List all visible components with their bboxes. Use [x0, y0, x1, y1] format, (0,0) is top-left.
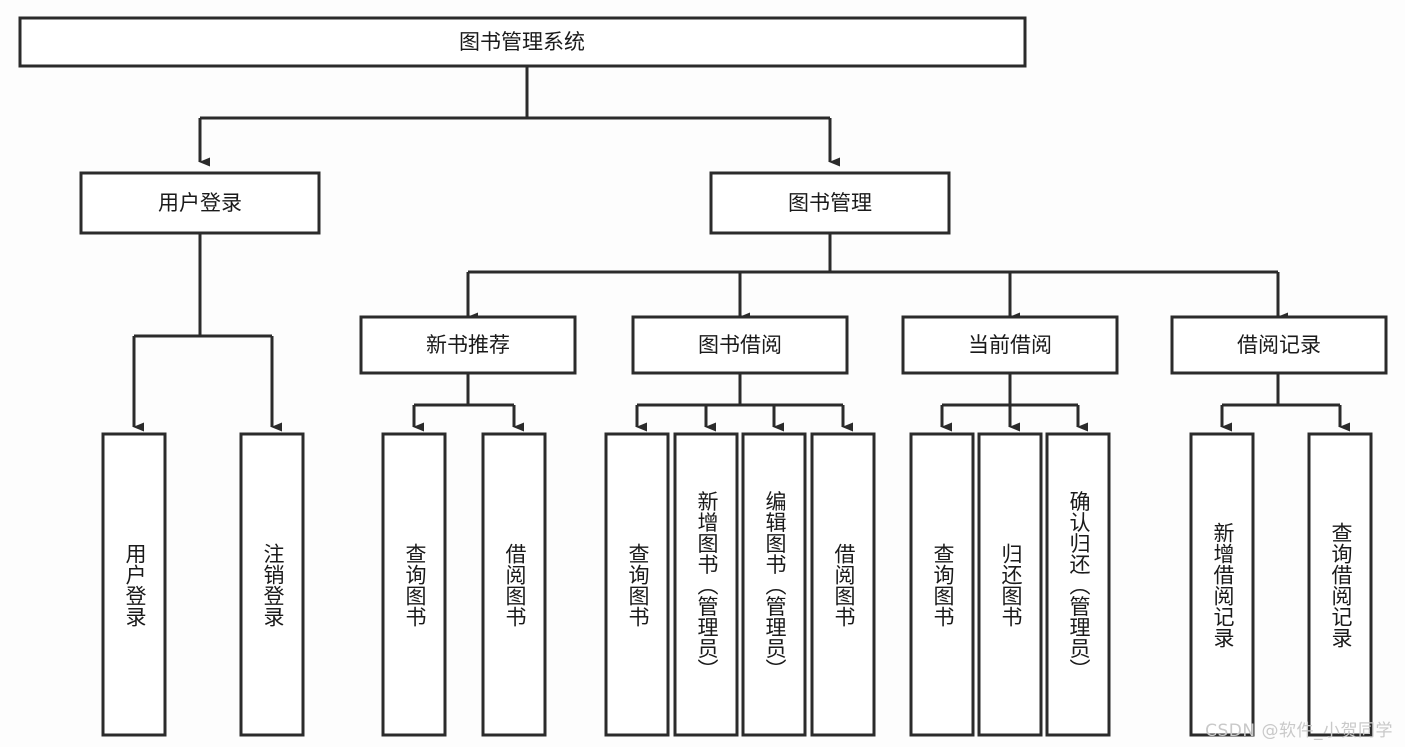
leaf-borrow-1[interactable]: 查询图书 [604, 432, 670, 737]
node-new-book-recommend[interactable]: 新书推荐 [359, 315, 577, 375]
node-root-box[interactable] [18, 16, 1027, 68]
node-book-borrow-box[interactable] [631, 315, 849, 375]
node-book-borrow[interactable]: 图书借阅 [631, 315, 849, 375]
leaf-records-1-label: 新增借阅记录 [1211, 522, 1235, 648]
leaf-borrow-3-label: 编辑图书（管理员） [763, 491, 787, 680]
leaf-borrow-2[interactable]: 新增图书（管理员） [673, 432, 739, 737]
leaf-new-book-1-box[interactable] [381, 432, 447, 737]
leaf-new-book-2[interactable]: 借阅图书 [481, 432, 547, 737]
leaf-current-1-box[interactable] [909, 432, 975, 737]
leaf-current-2[interactable]: 归还图书 [977, 432, 1043, 737]
node-book-manage-box[interactable] [709, 171, 951, 235]
leaf-borrow-1-label: 查询图书 [626, 543, 650, 627]
leaf-current-2-label: 归还图书 [999, 543, 1023, 627]
leaf-records-1[interactable]: 新增借阅记录 [1189, 432, 1255, 737]
leaf-new-book-2-label: 借阅图书 [503, 543, 527, 627]
leaf-records-2-box[interactable] [1307, 432, 1373, 737]
node-current-borrow-box[interactable] [901, 315, 1119, 375]
node-user-login-label: 用户登录 [158, 191, 242, 215]
leaf-current-3-label: 确认归还（管理员） [1067, 491, 1091, 680]
node-borrow-records[interactable]: 借阅记录 [1170, 315, 1388, 375]
leaf-user-login-1[interactable]: 用户登录 [101, 432, 167, 737]
node-new-book-recommend-box[interactable] [359, 315, 577, 375]
node-book-manage-label: 图书管理 [788, 191, 872, 215]
leaf-records-2[interactable]: 查询借阅记录 [1307, 432, 1373, 737]
leaf-borrow-1-box[interactable] [604, 432, 670, 737]
leaf-borrow-2-box[interactable] [673, 432, 739, 737]
leaf-current-1[interactable]: 查询图书 [909, 432, 975, 737]
node-root-label: 图书管理系统 [459, 30, 585, 54]
node-current-borrow[interactable]: 当前借阅 [901, 315, 1119, 375]
node-book-manage[interactable]: 图书管理 [709, 171, 951, 235]
node-book-borrow-label: 图书借阅 [698, 333, 782, 357]
leaf-current-3[interactable]: 确认归还（管理员） [1045, 432, 1111, 737]
leaf-new-book-1-label: 查询图书 [403, 543, 427, 627]
leaf-user-login-2-label: 注销登录 [261, 543, 285, 627]
leaf-borrow-4-label: 借阅图书 [832, 543, 856, 627]
watermark: CSDN @软件_小贺同学 [1205, 721, 1393, 741]
connectors-group [132, 66, 1350, 432]
node-borrow-records-box[interactable] [1170, 315, 1388, 375]
node-current-borrow-label: 当前借阅 [968, 333, 1052, 357]
leaf-current-1-label: 查询图书 [931, 543, 955, 627]
leaf-user-login-2-box[interactable] [239, 432, 305, 737]
leaf-borrow-4-box[interactable] [810, 432, 876, 737]
node-borrow-records-label: 借阅记录 [1237, 333, 1321, 357]
leaf-new-book-2-box[interactable] [481, 432, 547, 737]
leaf-user-login-1-label: 用户登录 [123, 543, 147, 627]
leaf-user-login-1-box[interactable] [101, 432, 167, 737]
leaf-records-1-box[interactable] [1189, 432, 1255, 737]
leaf-borrow-4[interactable]: 借阅图书 [810, 432, 876, 737]
node-root[interactable]: 图书管理系统 [18, 16, 1027, 68]
leaf-user-login-2[interactable]: 注销登录 [239, 432, 305, 737]
leaf-new-book-1[interactable]: 查询图书 [381, 432, 447, 737]
leaf-borrow-3-box[interactable] [741, 432, 807, 737]
leaf-current-2-box[interactable] [977, 432, 1043, 737]
leaf-records-2-label: 查询借阅记录 [1329, 522, 1353, 648]
leaf-borrow-2-label: 新增图书（管理员） [695, 491, 719, 680]
node-new-book-recommend-label: 新书推荐 [426, 333, 510, 357]
leaf-borrow-3[interactable]: 编辑图书（管理员） [741, 432, 807, 737]
node-user-login[interactable]: 用户登录 [79, 171, 321, 235]
node-user-login-box[interactable] [79, 171, 321, 235]
leaf-current-3-box[interactable] [1045, 432, 1111, 737]
